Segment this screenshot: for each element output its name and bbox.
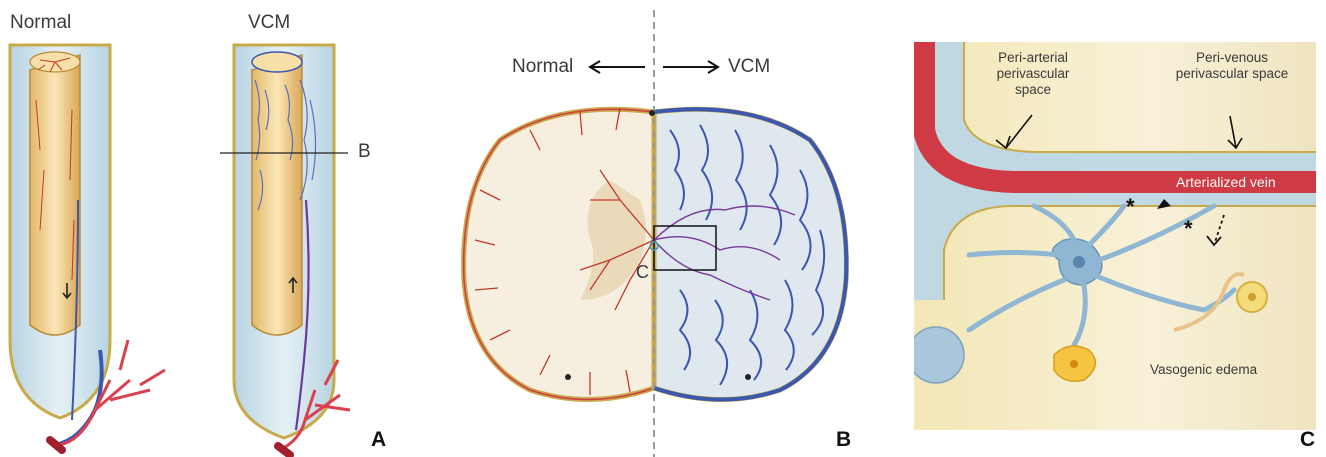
panel-b-label-vcm: VCM [728, 56, 770, 78]
vcm-dural-sac [234, 45, 350, 455]
arrow-right-icon [663, 61, 718, 73]
label-periarterial: Peri-arterial perivascular space [978, 50, 1088, 98]
glial-cell [1054, 346, 1095, 381]
panel-a-letter: A [371, 428, 386, 452]
panel-a-label-vcm: VCM [248, 12, 290, 34]
label-perivenous: Peri-venous perivascular space [1172, 50, 1292, 82]
arrow-left-icon [590, 61, 645, 73]
panel-c: Peri-arterial perivascular space Peri-ve… [914, 0, 1326, 457]
asterisk-marker-2: * [1184, 216, 1193, 242]
label-arterialized-vein: Arterialized vein [1176, 174, 1276, 190]
section-marker-b: B [358, 141, 371, 163]
inset-marker-c: C [636, 262, 649, 283]
asterisk-marker-1: * [1126, 194, 1135, 220]
panel-a-label-normal: Normal [10, 12, 71, 34]
panel-b-letter: B [836, 428, 851, 452]
panel-a: Normal VCM B A [0, 0, 400, 457]
panel-b-label-normal: Normal [512, 56, 573, 78]
panel-a-illustration [0, 0, 400, 457]
panel-c-letter: C [1300, 428, 1315, 452]
panel-b: Normal VCM C B [440, 0, 870, 457]
panel-b-illustration [440, 0, 870, 457]
normal-dural-sac [10, 45, 165, 450]
label-vasogenic-edema: Vasogenic edema [1150, 362, 1257, 377]
